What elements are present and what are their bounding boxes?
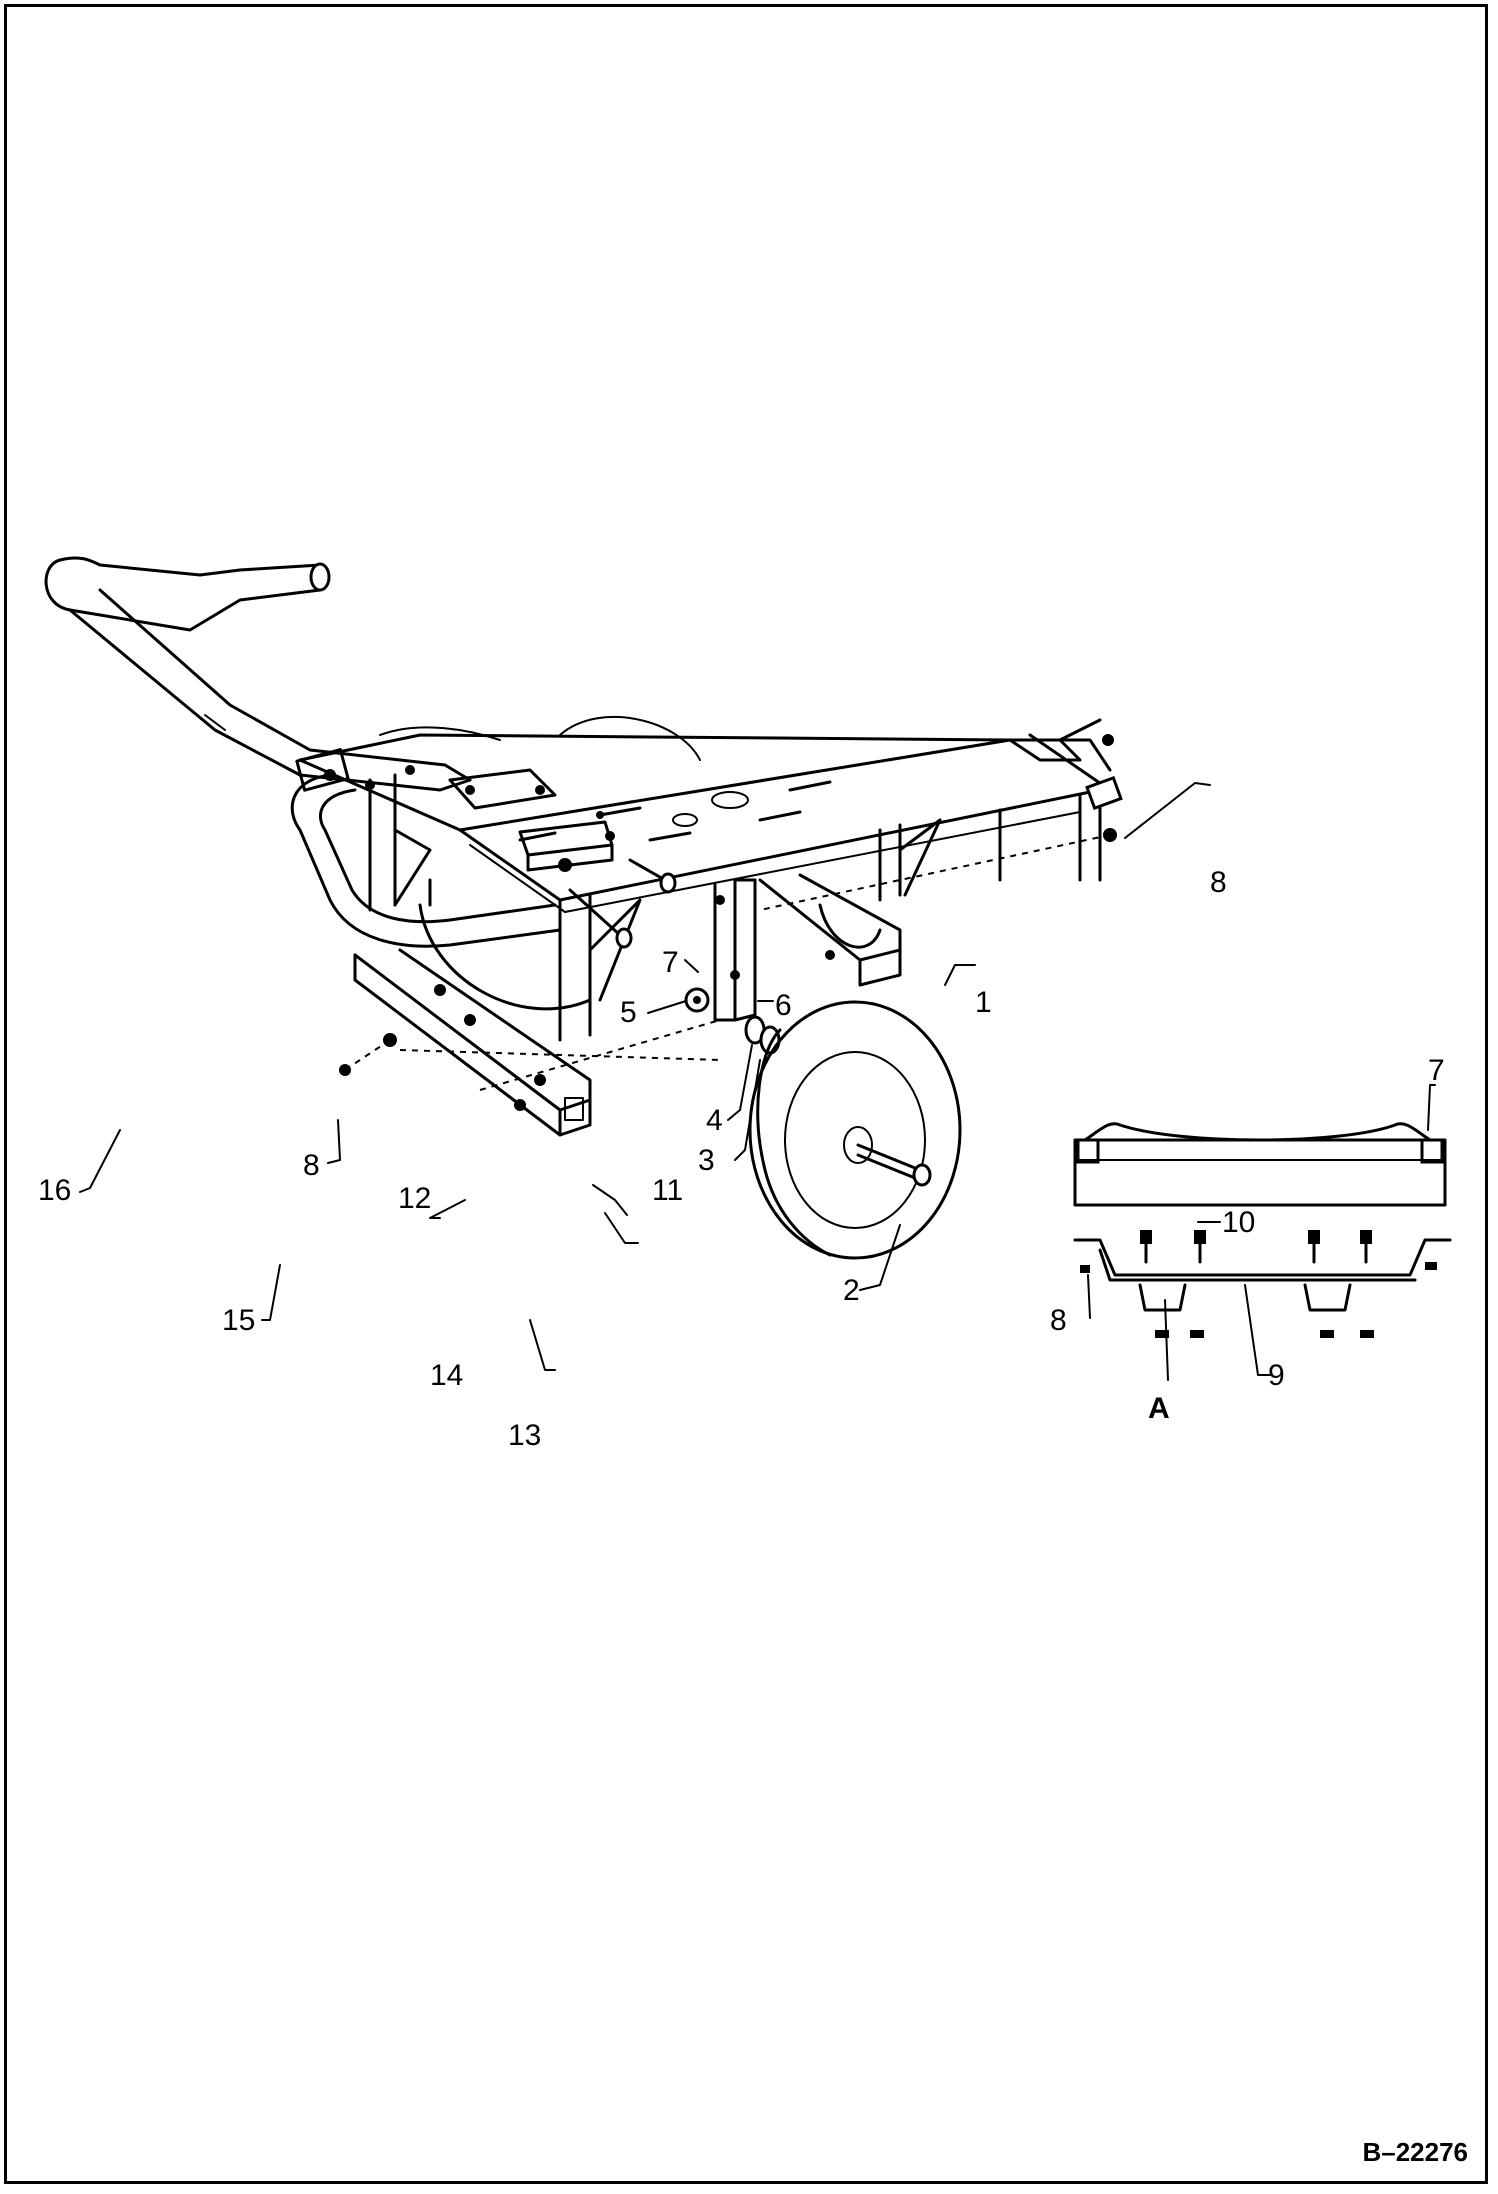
washers-3-4 [744,1015,781,1055]
callout-13: 13 [508,1419,541,1452]
callout-8-right: 8 [1210,866,1227,899]
chassis-frame [290,715,1123,1137]
callout-5: 5 [620,996,637,1029]
nut-5 [684,987,710,1013]
bolts-10 [1140,1230,1372,1264]
bracket-12 [448,768,557,810]
callout-16: 16 [38,1174,71,1207]
assembly-lines [344,834,1111,1091]
callout-14: 14 [430,1359,463,1392]
callout-7-detail: 7 [1428,1054,1445,1087]
bolts-13 [568,858,677,949]
callout-7-main: 7 [662,946,679,979]
nut-14 [558,858,572,872]
callout-6: 6 [775,989,792,1022]
callout-8-left: 8 [303,1149,320,1182]
callout-10: 10 [1222,1206,1255,1239]
callout-4: 4 [706,1104,723,1137]
detail-view-cover [1073,1122,1452,1338]
callout-12: 12 [398,1182,431,1215]
drawing-sheet [4,4,1488,2184]
callout-3: 3 [698,1144,715,1177]
callout-11: 11 [652,1174,683,1207]
nut-8-left [339,1064,351,1076]
callout-labels: 1 2 3 4 5 6 7 7 8 8 8 9 10 11 12 13 14 1… [38,866,1445,1452]
wheel [748,1000,962,1260]
bumper-tube [44,556,472,792]
callout-9: 9 [1268,1359,1285,1392]
callout-15: 15 [222,1304,255,1337]
callout-1: 1 [975,986,992,1019]
callout-2: 2 [843,1274,860,1307]
callout-8-detail: 8 [1050,1304,1067,1337]
drawing-number: B–22276 [1362,2137,1468,2167]
callout-leaders [79,782,1436,1381]
detail-label-a: A [1148,1392,1170,1425]
